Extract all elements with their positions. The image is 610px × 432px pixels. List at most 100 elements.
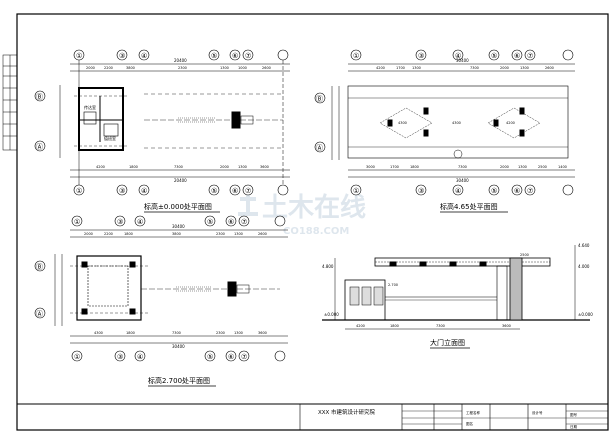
plan2-dim-top: 2600 <box>545 66 554 70</box>
plan1: ① ③ ④ ⑤ ⑥ ⑦ ① ③ ④ ⑤ ⑥ ⑦ Ⓑ Ⓐ 20400 20400 … <box>34 49 290 213</box>
plan1-total-dim: 20400 <box>174 178 187 183</box>
plan1-dim-top: 3800 <box>126 66 135 70</box>
plan3-total-dim: 30400 <box>172 224 185 229</box>
plan1-dim-bottom: 7300 <box>174 165 183 169</box>
plan1-axis-bubbles <box>34 49 289 196</box>
plan3-axis-label: ③ <box>117 353 123 361</box>
plan2-axis-bubbles <box>314 49 574 196</box>
plan1-dim-top: 2600 <box>262 66 271 70</box>
plan1-axis-label: ⑦ <box>245 52 251 60</box>
plan1-dim-bottom: 1300 <box>238 165 247 169</box>
plan2-axis-label: ⑥ <box>514 187 520 195</box>
plan3-dim-bottom: 4300 <box>94 331 103 335</box>
plan3-row-label: Ⓐ <box>36 310 43 318</box>
title-cell-sheet: 图号 <box>570 412 578 417</box>
plan2-axis-label: ⑤ <box>491 52 497 60</box>
plan2-axis-label: ④ <box>455 52 461 60</box>
plan3-axis-label: ④ <box>137 353 143 361</box>
plan1-axis-label: ⑥ <box>232 187 238 195</box>
plan3-dim-top: 3800 <box>172 232 181 236</box>
elevation-structure <box>322 257 590 321</box>
title-block <box>16 403 609 431</box>
plan1-dim-bottom: 4200 <box>96 165 105 169</box>
plan3-dim-bottom: 1800 <box>126 331 135 335</box>
elevation-dimension-lines <box>334 245 576 330</box>
plan3-axis-label: ⑤ <box>207 353 213 361</box>
plan2-axis-label: ③ <box>418 187 424 195</box>
plan1-room-label: 值班室 <box>104 135 116 141</box>
plan2-dim-top: 4200 <box>376 66 385 70</box>
elevation: 4.800 ±0.000 ±0.000 4.640 4.000 4200 180… <box>322 243 593 349</box>
elevation-level: 4.800 <box>322 264 334 269</box>
plan1-room-label: 传达室 <box>84 104 96 110</box>
plan3-dim-bottom: 7300 <box>172 331 181 335</box>
plan1-dim-bottom: 3600 <box>260 165 269 169</box>
plan1-gate-track <box>144 93 283 149</box>
plan3-dim-bottom: 3600 <box>258 331 267 335</box>
plan1-dim-top: 2300 <box>178 66 187 70</box>
plan1-axis-label: ④ <box>141 187 147 195</box>
plan3-dimension-lines <box>54 229 288 344</box>
plan1-axis-label: ④ <box>141 52 147 60</box>
plan1-axis-label: ③ <box>119 52 125 60</box>
plan3: ① ③ ④ ⑤ ⑥ ⑦ ① ③ ④ ⑤ ⑥ ⑦ Ⓑ Ⓐ 30400 30400 … <box>34 215 288 387</box>
plan1-axis-label: ⑦ <box>245 187 251 195</box>
watermark-logo-icon <box>238 190 258 216</box>
plan2-dim-bottom: 1700 <box>390 165 399 169</box>
plan3-row-label: Ⓑ <box>36 263 43 271</box>
plan2-row-label: Ⓑ <box>316 95 323 103</box>
plan1-axis-label: ⑤ <box>211 52 217 60</box>
plan1-row-label: Ⓐ <box>36 143 43 151</box>
elevation-dim: 3600 <box>502 324 511 328</box>
elevation-level: ±0.000 <box>324 312 339 317</box>
plan2-title: 标高4.65处平面图 <box>440 202 498 211</box>
plan3-axis-label: ⑦ <box>241 218 247 226</box>
company-name: XXX 市建筑设计研究院 <box>318 408 376 416</box>
plan3-axis-label: ③ <box>117 218 123 226</box>
plan2-total-dim: 30400 <box>456 58 469 63</box>
plan2-dimension-lines <box>331 63 575 178</box>
plan2-dim-bottom: 2000 <box>500 165 509 169</box>
plan1-total-dim: 20400 <box>174 58 187 63</box>
plan1-dimension-lines <box>59 60 290 185</box>
plan3-axis-label: ④ <box>137 218 143 226</box>
elevation-level: 4.000 <box>578 264 590 269</box>
plan1-dim-bottom: 1800 <box>129 165 138 169</box>
plan1-dim-bottom: 2000 <box>220 165 229 169</box>
plan2-dim-bottom: 3000 <box>366 165 375 169</box>
elevation-dim: 4200 <box>356 324 365 328</box>
plan2-total-dim: 30400 <box>456 178 469 183</box>
plan1-axis-label: ⑤ <box>211 187 217 195</box>
plan2-dim-bottom: 2500 <box>538 165 547 169</box>
plan2-span: 4300 <box>398 121 407 125</box>
plan2-axis-label: ① <box>353 187 359 195</box>
plan3-dim-bottom: 1300 <box>234 331 243 335</box>
elevation-label: 2500 <box>520 253 529 257</box>
plan1-dim-top: 1000 <box>238 66 247 70</box>
plan3-title: 标高2.700处平面图 <box>148 376 210 385</box>
plan3-axis-label: ① <box>74 353 80 361</box>
plan1-row-label: Ⓑ <box>36 93 43 101</box>
plan2-span: 4300 <box>452 121 461 125</box>
plan2-axis-label: ⑦ <box>527 52 533 60</box>
plan2-axis-label: ⑦ <box>527 187 533 195</box>
plan3-axis-label: ⑦ <box>241 353 247 361</box>
plan3-axis-bubbles <box>34 215 286 362</box>
plan2-dim-top: 7300 <box>470 66 479 70</box>
plan1-dim-top: 2200 <box>104 66 113 70</box>
plan2-dim-top: 1700 <box>396 66 405 70</box>
plan3-axis-label: ⑥ <box>228 353 234 361</box>
plan3-axis-label: ⑥ <box>228 218 234 226</box>
elevation-dim: 7300 <box>436 324 445 328</box>
plan2: ① ③ ④ ⑤ ⑥ ⑦ ① ③ ④ ⑤ ⑥ ⑦ Ⓑ Ⓐ 30400 30400 … <box>314 49 575 213</box>
plan3-dim-top: 2600 <box>258 232 267 236</box>
elevation-title: 大门立面图 <box>430 338 465 347</box>
watermark-sub: CO188.COM <box>283 226 349 237</box>
plan3-dim-top: 1300 <box>234 232 243 236</box>
plan3-dim-top: 1800 <box>124 232 133 236</box>
plan3-gate-track <box>141 281 280 297</box>
plan1-axis-label: ⑥ <box>232 52 238 60</box>
plan2-span: 4200 <box>506 121 515 125</box>
elevation-dim: 1800 <box>390 324 399 328</box>
elevation-level: 4.640 <box>578 243 590 248</box>
